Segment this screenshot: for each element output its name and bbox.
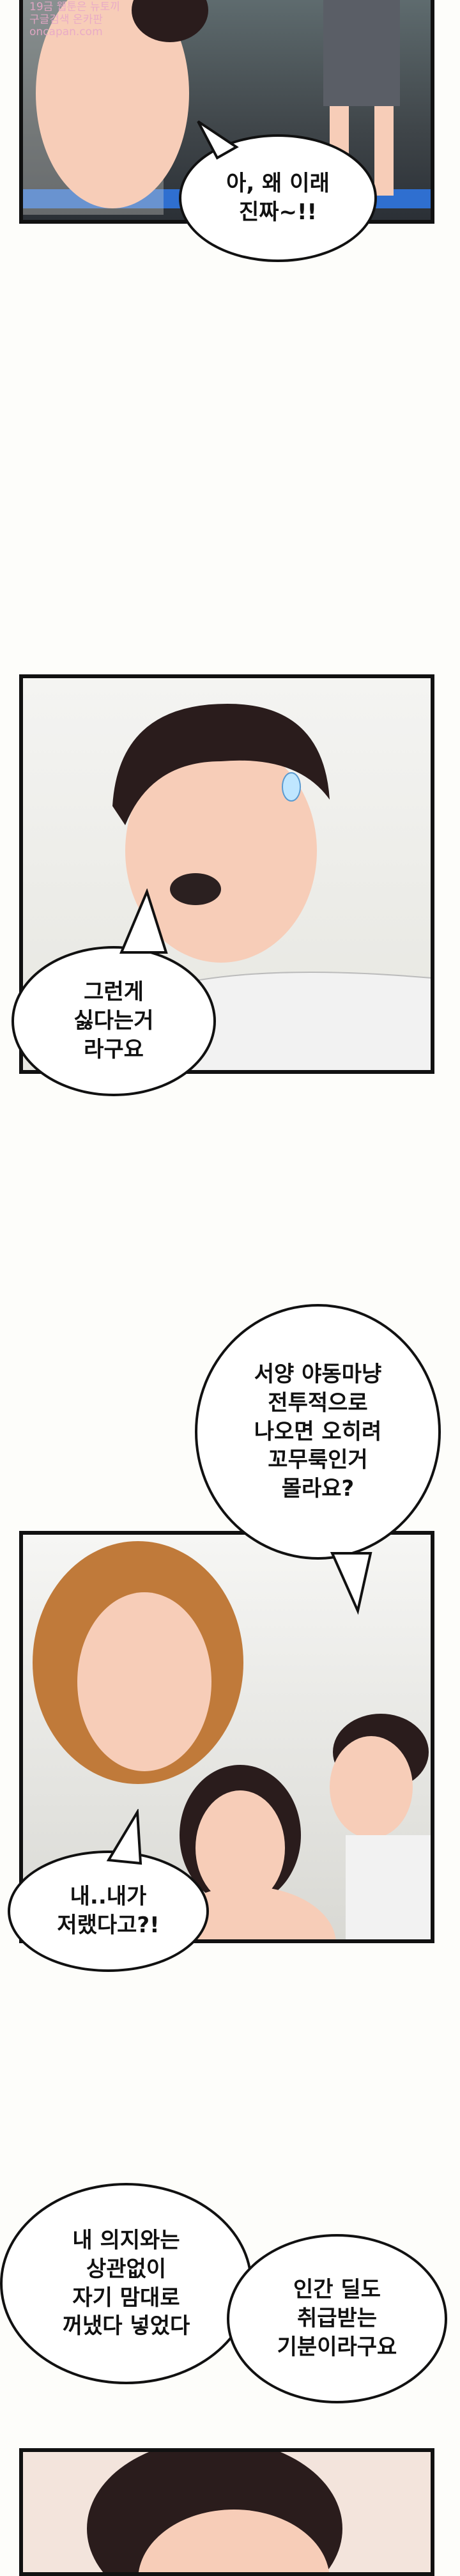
speech-bubble-5: 내 의지와는 상관없이 자기 맘대로 꺼냈다 넣었다: [0, 2183, 252, 2384]
speech-text-6: 인간 딜도 취급받는 기분이라구요: [277, 2277, 397, 2360]
panel-4-art: [87, 2452, 342, 2572]
man-mouth: [170, 873, 221, 905]
speech-bubble-2-tail: [119, 888, 168, 954]
speech-text-4: 내..내가 저랬다고?!: [57, 1884, 160, 1938]
speech-bubble-3: 서양 야동마냥 전투적으로 나오면 오히려 꼬무룩인거 몰라요?: [195, 1304, 441, 1560]
woman-hair: [132, 0, 208, 42]
man-leg-right: [374, 106, 394, 196]
man-shirt-side: [346, 1835, 431, 1939]
man-face-side: [330, 1736, 413, 1838]
panel-3-art: [33, 1541, 431, 1939]
speech-text-3: 서양 야동마냥 전투적으로 나오면 오히려 꼬무룩인거 몰라요?: [254, 1361, 382, 1502]
speech-bubble-2: 그런게 싫다는거 라구요: [12, 946, 216, 1096]
speech-bubble-4-tail: [106, 1809, 142, 1865]
dark-hair-woman-face: [195, 1790, 285, 1905]
sweat-drop: [282, 772, 301, 802]
speech-bubble-1-tail: [197, 120, 239, 160]
woman-body: [36, 0, 189, 208]
watermark: 19금 웹툰은 뉴토끼 구글검색 온카판 oncapan.com: [29, 1, 120, 39]
panel-3: [19, 1531, 434, 1943]
speech-text-5: 내 의지와는 상관없이 자기 맘대로 꺼냈다 넣었다: [62, 2227, 190, 2339]
speech-bubble-4: 내..내가 저랬다고?!: [8, 1851, 209, 1972]
man-hair: [112, 704, 330, 825]
speech-bubble-1: 아, 왜 이래 진짜~!!: [179, 134, 377, 262]
man-shorts: [323, 0, 400, 106]
blonde-woman-face: [77, 1592, 211, 1771]
speech-bubble-6: 인간 딜도 취급받는 기분이라구요: [227, 2234, 447, 2403]
panel-4: [19, 2448, 434, 2576]
man-face: [125, 739, 317, 963]
speech-text-1: 아, 왜 이래 진짜~!!: [226, 171, 330, 225]
speech-bubble-3-tail: [330, 1552, 372, 1615]
speech-text-2: 그런게 싫다는거 라구요: [73, 979, 154, 1062]
